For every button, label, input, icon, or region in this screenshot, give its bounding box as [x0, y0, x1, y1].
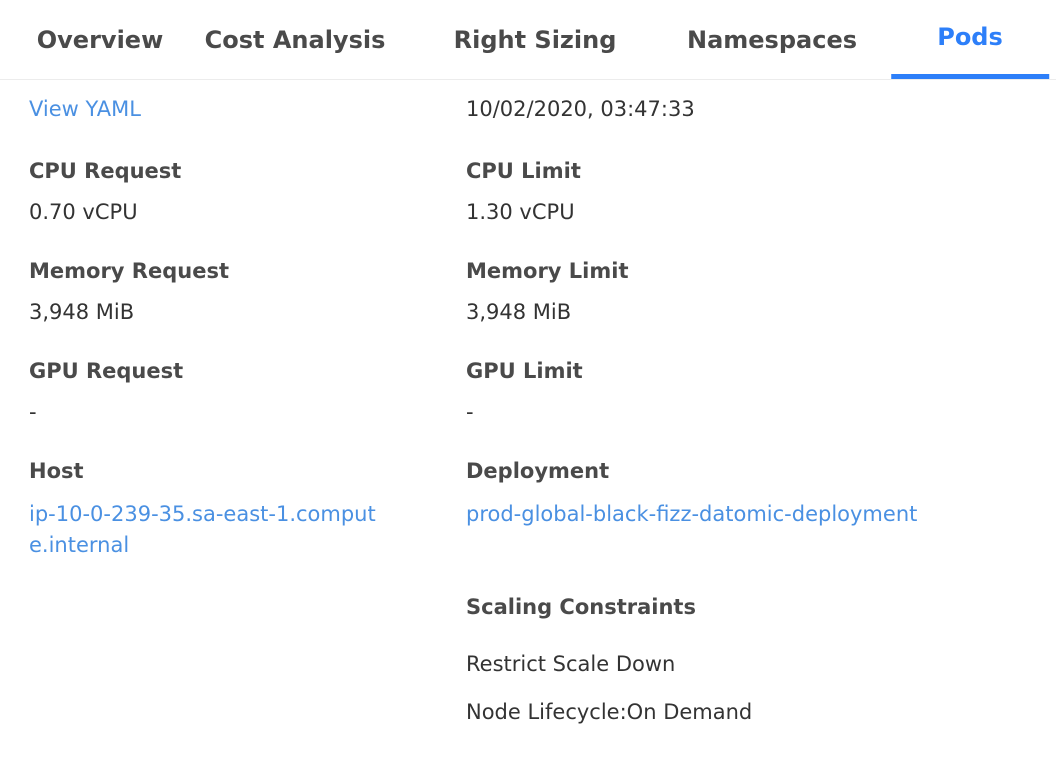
field-memory-request: Memory Request 3,948 MiB	[29, 258, 466, 325]
field-label: Host	[29, 459, 84, 483]
tab-namespaces[interactable]: Namespaces	[686, 25, 858, 54]
field-value: -	[29, 400, 37, 424]
field-gpu-limit: GPU Limit -	[466, 358, 1056, 425]
scaling-constraint-item: Restrict Scale Down	[466, 652, 676, 676]
field-label: Deployment	[466, 459, 610, 483]
field-memory-limit: Memory Limit 3,948 MiB	[466, 258, 1056, 325]
field-label: Memory Limit	[466, 259, 629, 283]
pod-start-timestamp: 10/02/2020, 03:47:33	[466, 97, 695, 121]
field-label: CPU Limit	[466, 159, 581, 183]
field-value: -	[466, 400, 474, 424]
tab-right-sizing[interactable]: Right Sizing	[453, 25, 617, 54]
field-value: 0.70 vCPU	[29, 200, 138, 224]
field-deployment: Deployment prod-global-black-fizz-datomi…	[466, 458, 1056, 530]
field-value: 3,948 MiB	[29, 300, 135, 324]
field-label: CPU Request	[29, 159, 182, 183]
tab-cost-analysis[interactable]: Cost Analysis	[204, 25, 386, 54]
deployment-link[interactable]: prod-global-black-fizz-datomic-deploymen…	[466, 502, 918, 526]
scaling-constraint-item: Node Lifecycle:On Demand	[466, 700, 753, 724]
field-value: 1.30 vCPU	[466, 200, 575, 224]
tab-bar: Overview Cost Analysis Right Sizing Name…	[0, 0, 1056, 80]
host-link[interactable]: ip-10-0-239-35.sa-east-1.compute.interna…	[29, 502, 376, 557]
view-yaml-link[interactable]: View YAML	[29, 97, 141, 121]
field-label: GPU Request	[29, 359, 184, 383]
field-host: Host ip-10-0-239-35.sa-east-1.compute.in…	[29, 458, 466, 561]
tab-pods[interactable]: Pods	[891, 0, 1049, 79]
field-value: 3,948 MiB	[466, 300, 572, 324]
scaling-constraints-label: Scaling Constraints	[466, 595, 696, 619]
pod-details-panel: View YAML 10/02/2020, 03:47:33 CPU Reque…	[0, 80, 1056, 747]
scaling-constraints-section: Scaling Constraints Restrict Scale Down …	[466, 594, 1056, 747]
field-label: Memory Request	[29, 259, 229, 283]
field-label: GPU Limit	[466, 359, 583, 383]
tab-overview[interactable]: Overview	[36, 25, 164, 54]
field-gpu-request: GPU Request -	[29, 358, 466, 425]
field-cpu-request: CPU Request 0.70 vCPU	[29, 158, 466, 225]
field-cpu-limit: CPU Limit 1.30 vCPU	[466, 158, 1056, 225]
